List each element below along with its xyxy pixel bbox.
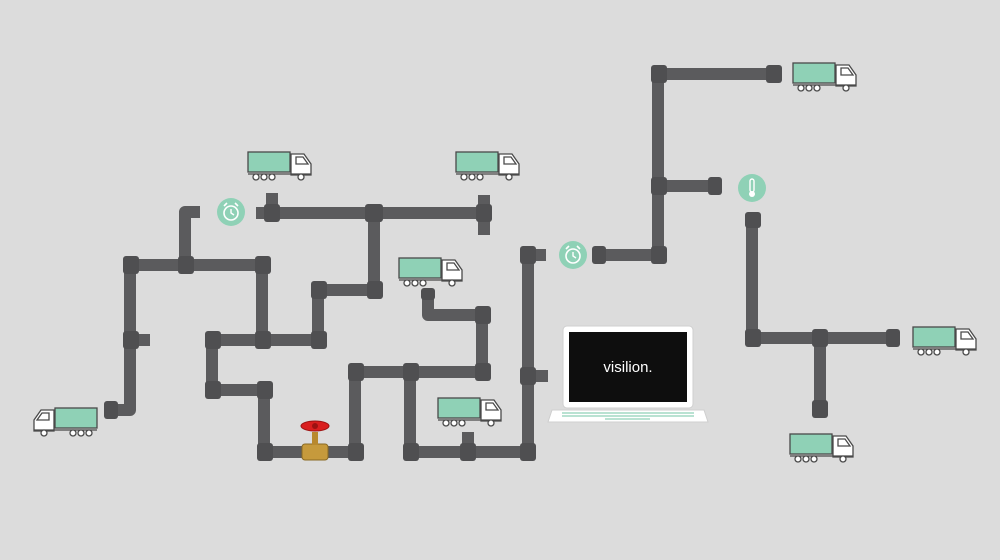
valve-icon [300, 420, 330, 461]
alarm-clock-icon [559, 241, 587, 269]
truck-icon [247, 151, 312, 181]
visilion-logo: visilion. [603, 359, 652, 376]
laptop-keyboard [562, 412, 694, 420]
truck-icon [789, 433, 854, 463]
truck-icon [437, 397, 502, 427]
alarm-clock-icon [217, 198, 245, 226]
thermometer-icon [738, 174, 766, 202]
truck-icon [455, 151, 520, 181]
laptop-screen [569, 332, 687, 402]
truck-icon [912, 326, 977, 356]
truck-icon [792, 62, 857, 92]
truck-icon [398, 257, 463, 287]
pipe-network-right-lower [746, 215, 898, 414]
pipe-fittings [104, 65, 900, 461]
truck-icon [33, 407, 98, 437]
laptop-icon: visilion. [547, 325, 709, 423]
